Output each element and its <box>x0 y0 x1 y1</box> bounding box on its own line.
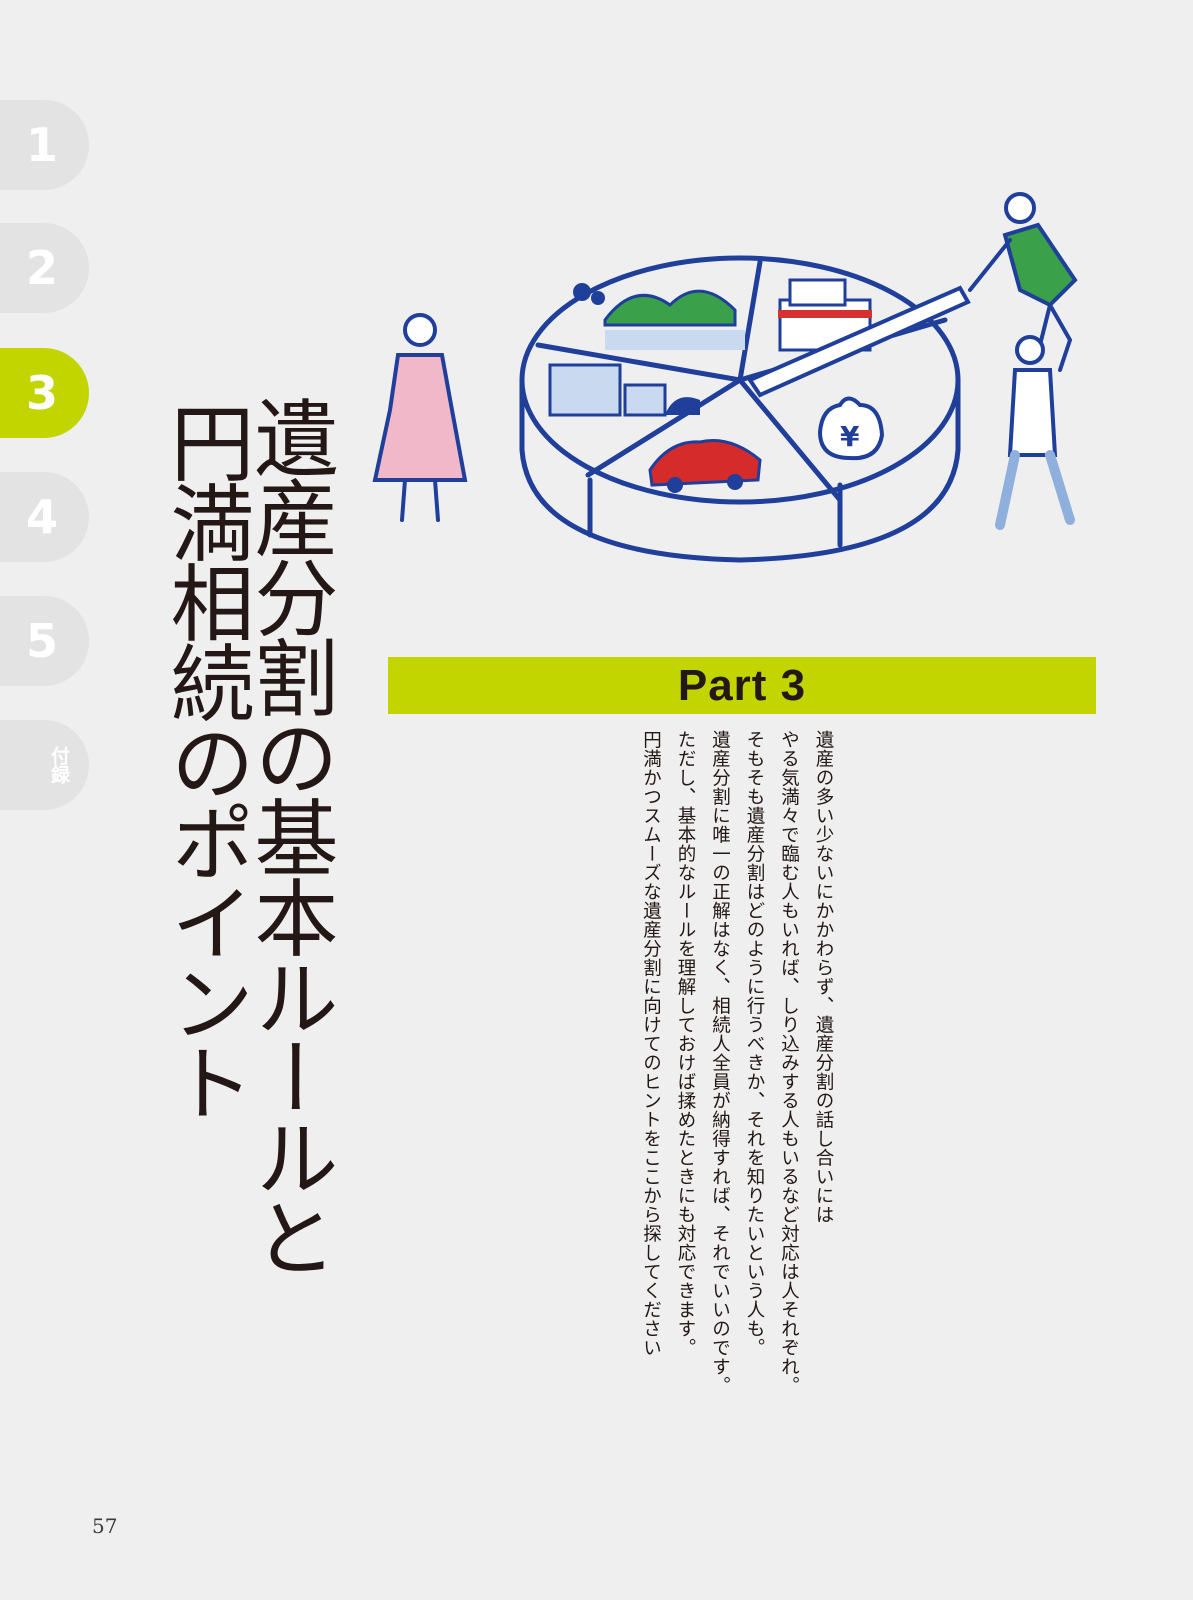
money-bag-icon: ¥ <box>817 396 885 461</box>
person-cutting <box>968 192 1078 372</box>
landscape-slice <box>573 283 745 350</box>
child-figure <box>995 335 1075 530</box>
saw <box>747 285 971 398</box>
intro-line: ただし、基本的なルールを理解しておけば揉めたときにも対応できます。 <box>675 730 696 1357</box>
page-number: 57 <box>92 1514 118 1538</box>
chapter-tab-appendix[interactable]: 付録 <box>0 720 89 810</box>
chapter-tab-1[interactable]: 1 <box>0 100 89 190</box>
part-label-bar: Part 3 <box>388 657 1096 714</box>
svg-text:¥: ¥ <box>840 420 860 453</box>
car-slice <box>648 438 762 493</box>
intro-line: 遺産の多い少ないにかかわらず、遺産分割の話し合いには <box>813 730 834 1224</box>
chapter-tab-4[interactable]: 4 <box>0 472 89 562</box>
chapter-tab-2[interactable]: 2 <box>0 223 89 313</box>
page-title-line-2: 円満相続のポイント <box>157 400 255 1120</box>
chapter-tabs: 1 2 3 4 5 付録 <box>0 0 100 1600</box>
intro-line: そもそも遺産分割はどのように行うべきか、それを知りたいという人も。 <box>744 730 765 1357</box>
chapter-tab-3[interactable]: 3 <box>0 348 89 438</box>
part-label: Part 3 <box>677 660 807 710</box>
page-title-line-1: 遺産分割の基本ルールと <box>241 395 339 1275</box>
intro-line: 遺産分割に唯一の正解はなく、相続人全員が納得すれば、それでいいのです。 <box>709 730 731 1395</box>
intro-line: 円満かつスムーズな遺産分割に向けてのヒントをここから探してください <box>640 730 662 1357</box>
intro-text: 遺産の多い少ないにかかわらず、遺産分割の話し合いには やる気満々で臨む人もいれば… <box>630 730 840 1410</box>
inheritance-pie-illustration: ¥ <box>372 192 1078 563</box>
pie-side <box>519 377 961 563</box>
chapter-tab-5[interactable]: 5 <box>0 596 89 686</box>
building-slice <box>548 363 700 417</box>
woman-figure <box>372 313 468 522</box>
intro-line: やる気満々で臨む人もいれば、しり込みする人もいるなど対応は人それぞれ。 <box>778 730 800 1395</box>
